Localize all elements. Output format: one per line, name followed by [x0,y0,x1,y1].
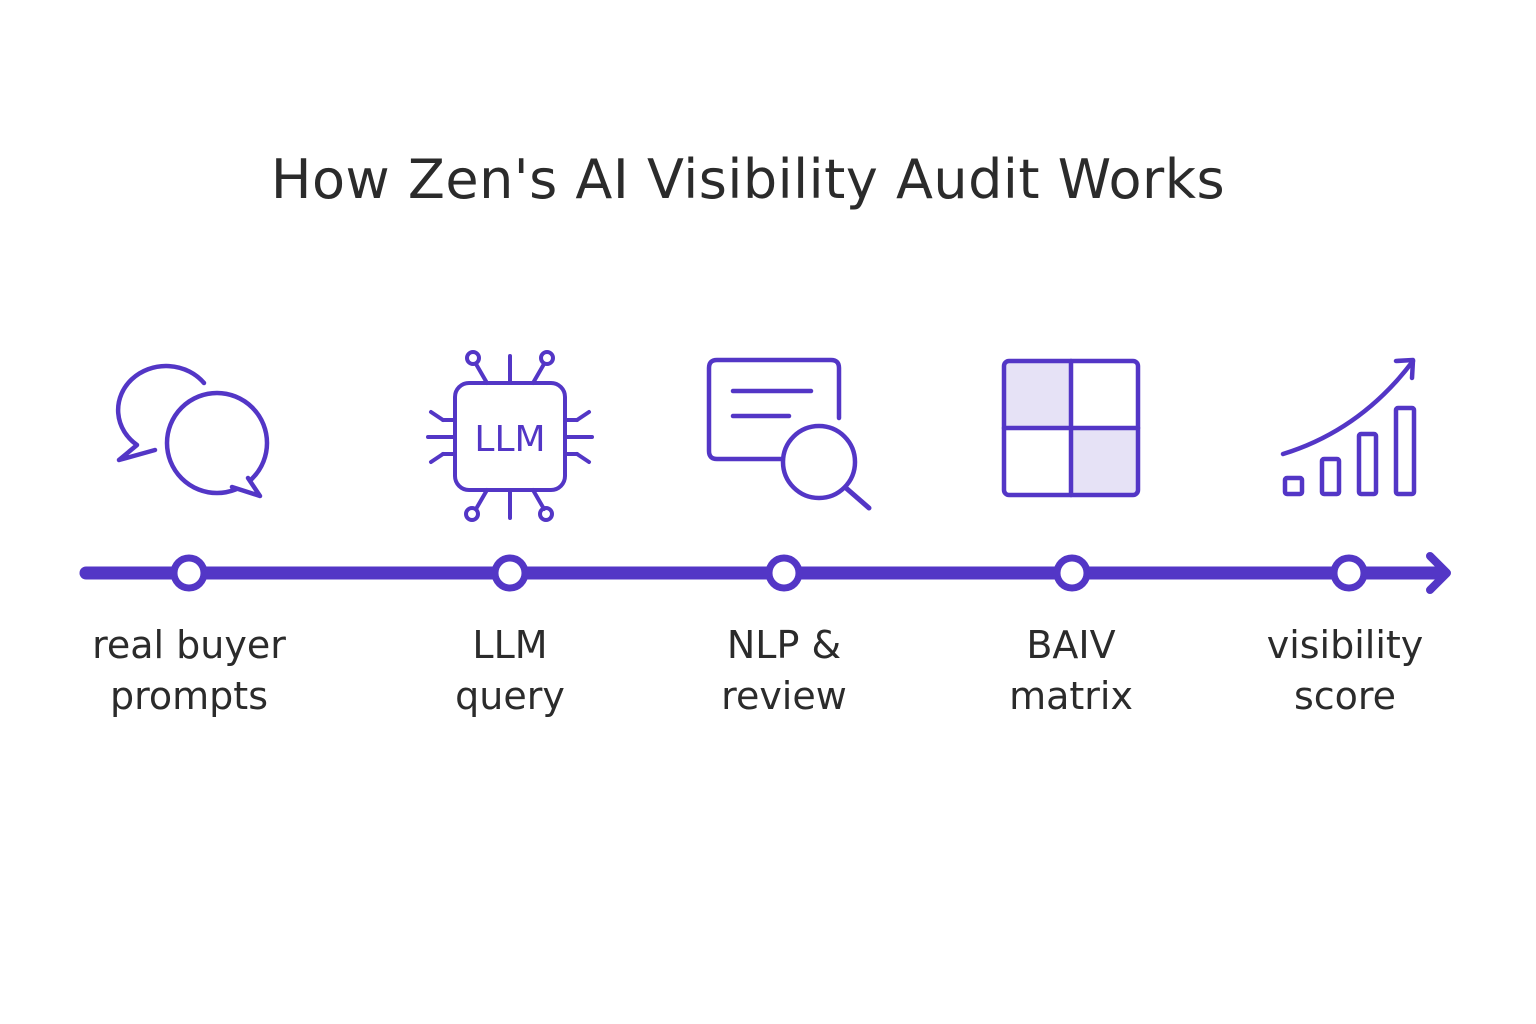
llm-chip-icon: LLM [426,350,594,522]
step-label-5-line1: visibility [1266,623,1424,667]
step-label-4-line1: BAIV [1026,623,1116,667]
step-label-4: BAIV matrix [941,620,1201,722]
timeline-nodes [170,554,1368,592]
step-label-2: LLM query [380,620,640,722]
step-node-1 [170,554,208,592]
step-label-3-line2: review [721,674,847,718]
chip-label: LLM [474,419,545,460]
step-label-2-line2: query [455,674,565,718]
step-label-5-line2: score [1293,674,1397,718]
step-label-1-line2: prompts [110,674,268,718]
step-node-4 [1053,554,1091,592]
diagram-title: How Zen's AI Visibility Audit Works [270,148,1226,211]
growth-chart-icon [1280,357,1417,497]
step-label-3: NLP & review [654,620,914,722]
step-node-3 [765,554,803,592]
step-label-3-line1: NLP & [726,623,842,667]
step-label-1: real buyer prompts [59,620,319,722]
timeline-axis [79,552,1451,594]
matrix-grid-icon [1001,358,1141,498]
step-label-5: visibility score [1215,620,1475,722]
chat-bubbles-icon [115,363,270,499]
step-label-4-line2: matrix [1009,674,1133,718]
document-search-icon [706,357,872,511]
step-label-1-line1: real buyer [92,623,286,667]
step-node-5 [1330,554,1368,592]
step-node-2 [491,554,529,592]
step-label-2-line1: LLM [472,623,548,667]
